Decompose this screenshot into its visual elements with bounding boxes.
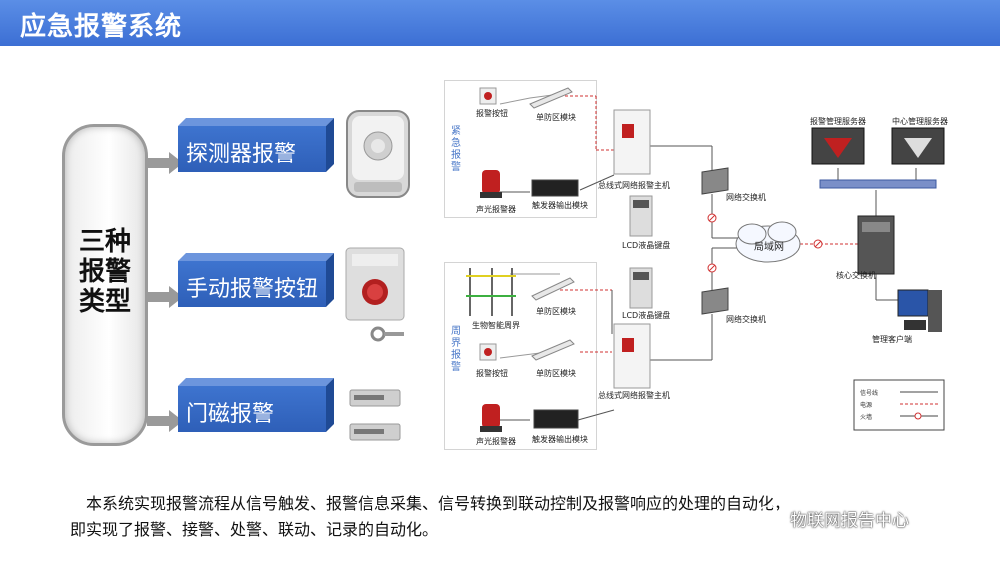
label-client: 管理客户端	[872, 335, 912, 344]
arrow-right-icon	[147, 410, 183, 432]
legend-signal: 信号线	[860, 390, 879, 397]
type-label: 探测器报警	[186, 142, 297, 167]
label-core-switch: 核心交换机	[836, 271, 876, 280]
page-title: 应急报警系统	[20, 12, 183, 42]
type-door-magnet: 门磁报警	[178, 378, 334, 432]
label-siren-top: 声光报警器	[476, 205, 516, 214]
wechat-icon	[758, 505, 784, 525]
label-zone-module-2: 单防区模块	[536, 369, 576, 378]
label-zone-module-top: 单防区模块	[536, 113, 576, 122]
alarm-types-capsule: 三种 报警 类型	[62, 124, 148, 446]
door-magnet-device-icon	[349, 389, 401, 441]
label-zone-module-1: 单防区模块	[536, 307, 576, 316]
detector-device-icon	[346, 110, 410, 198]
label-alarm-button-bottom: 报警按钮	[476, 369, 508, 378]
label-lcd-bottom: LCD液晶键盘	[622, 311, 671, 320]
label-switch-bottom: 网络交换机	[726, 315, 766, 324]
alarm-types-title: 三种 报警 类型	[65, 227, 145, 317]
arrow-right-icon	[147, 286, 183, 308]
header-bar: 应急报警系统	[0, 0, 1000, 46]
title-line-3: 类型	[78, 287, 131, 317]
label-host-bottom: 总线式网络报警主机	[598, 391, 670, 400]
arrow-right-icon	[147, 152, 183, 174]
label-host-top: 总线式网络报警主机	[598, 181, 670, 190]
type-manual-button: 手动报警按钮	[178, 253, 334, 307]
label-lan: 局域网	[754, 242, 784, 253]
legend-power: 电源	[860, 402, 873, 409]
label-alarm-button-top: 报警按钮	[476, 109, 508, 118]
label-center-server: 中心管理服务器	[892, 117, 948, 126]
description-line-2: 即实现了报警、接警、处警、联动、记录的自动化。	[70, 520, 439, 539]
label-trigger-module-bottom: 触发器输出模块	[532, 435, 588, 444]
label-trigger-module-top: 触发器输出模块	[532, 201, 588, 210]
label-switch-top: 网络交换机	[726, 193, 766, 202]
panel-label-perimeter: 周界报警	[451, 326, 461, 373]
label-siren-bottom: 声光报警器	[476, 437, 516, 446]
label-bio-fence: 生物智能周界	[472, 321, 520, 330]
panel-label-emergency: 紧急报警	[451, 126, 461, 173]
type-label: 手动报警按钮	[186, 277, 319, 302]
manual-button-device-icon	[345, 247, 405, 342]
title-line-1: 三种	[78, 227, 131, 257]
label-alarm-server: 报警管理服务器	[810, 117, 866, 126]
type-detector-alarm: 探测器报警	[178, 118, 334, 172]
watermark-text: 物联网报告中心	[790, 511, 909, 531]
legend-firewall: 火墙	[860, 414, 873, 421]
type-label: 门磁报警	[186, 402, 275, 427]
description-line-1: 本系统实现报警流程从信号触发、报警信息采集、信号转换到联动控制及报警响应的处理的…	[86, 494, 791, 513]
label-lcd-top: LCD液晶键盘	[622, 241, 671, 250]
title-line-2: 报警	[78, 257, 131, 287]
